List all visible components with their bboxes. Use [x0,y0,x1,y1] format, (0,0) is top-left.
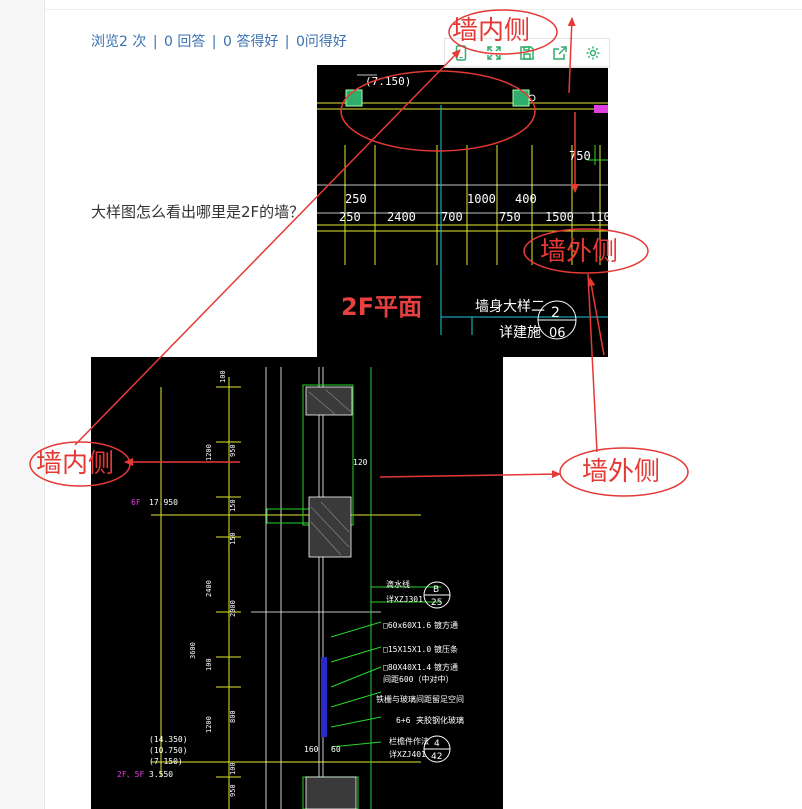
callout-drip-ref: 详XZJ301 [386,594,423,604]
vdim-10: 800 [229,710,237,723]
dim-top-400: 400 [515,192,537,206]
dim-60: 60 [331,745,341,754]
callout-spacing: 间距600（中对中） [383,674,453,684]
vdim-9: 1200 [205,716,213,733]
callout-bead-note: 镀压条 [434,644,458,654]
vdim-11: 100 [229,762,237,775]
dim-top-1000: 1000 [467,192,496,206]
callout-drip-line: 滴水线 [386,579,410,589]
callout-glass-spec: 6+6 [396,716,411,725]
circle-a-bottom: 25 [431,598,442,608]
vdim-5: 2400 [205,580,213,597]
sheet-number: 06 [549,326,566,341]
dim-bottom-2400: 2400 [387,210,416,224]
level-6f: 6F [131,498,141,507]
stats-separator: | [211,34,217,50]
section-drawing-image[interactable]: 6F 2F、5F 17.950 (14.350) (10.750) (7.150… [91,357,503,809]
callout-railing: 栏檐件作法 [389,736,429,746]
level-7150: (7.150) [149,757,183,766]
dim-bottom-750: 750 [499,210,521,224]
fullscreen-icon[interactable] [483,42,505,64]
level-label: (7.150) [365,75,411,88]
level-10750: (10.750) [149,746,188,755]
arrow-outer-up [587,277,605,356]
save-icon[interactable] [516,42,538,64]
plan-drawing-svg: (7.150) 750 250 1000 400 250 2400 700 75… [317,74,608,341]
callout-tube-a-note: 镀方通 [434,620,458,630]
vdim-2: 950 [229,444,237,457]
vdim-0: 100 [219,370,227,383]
annotation-inner-side-left: 墙内侧 [36,449,115,479]
callout-glass: 夹胶钢化玻璃 [416,715,464,725]
circle-b-bottom: 42 [431,752,442,762]
arrow-up [567,17,576,94]
vdim-12: 950 [229,784,237,797]
dim-bottom-1500: 1500 [545,210,574,224]
callout-bead: □15X15X1.0 [383,645,431,654]
callout-railing-ref: 详XZJ401 [389,749,426,759]
dim-bottom-250: 250 [339,210,361,224]
vdim-3: 150 [229,499,237,512]
dim-160: 160 [304,745,319,754]
view-count: 浏览2 次 [91,34,147,50]
detail-number: 2 [551,305,560,321]
image-toolbar [444,38,610,68]
plan-drawing-image[interactable]: (7.150) 750 250 1000 400 250 2400 700 75… [317,65,608,357]
callout-tube-b: □80X40X1.4 [383,663,431,672]
plan-title: 2F平面 [341,293,422,321]
detail-label: 墙身大样二 [475,299,545,315]
settings-icon[interactable] [582,42,604,64]
vdim-7: 3600 [189,642,197,659]
share-icon[interactable] [549,42,571,64]
answer-count[interactable]: 0 回答 [163,34,206,50]
callout-tube-b-note: 镀方通 [434,662,458,672]
annotation-outer-side-bottom: 墙外侧 [582,457,661,487]
stats-separator: | [284,34,290,50]
detail-ref: 详建施 [499,325,541,341]
stats-separator: | [152,34,158,50]
level-2f-5f: 2F、5F [117,770,144,779]
annotation-inner-side-top: 墙内侧 [452,16,531,46]
circle-b-top: 4 [434,739,440,749]
dim-bottom-700: 700 [441,210,463,224]
dim-top-250: 250 [345,192,367,206]
line-outer-connector [587,273,598,453]
callout-gap: 铁栅与玻璃间距留足空间 [376,694,464,704]
question-stats: 浏览2 次 | 0 回答 | 0 答得好 | 0问得好 [91,31,347,51]
question-text: 大样图怎么看出哪里是2F的墙？ [91,203,305,221]
dim-120: 120 [353,458,368,467]
vdim-4: 150 [229,532,237,545]
vdim-1: 1200 [205,444,213,461]
arrow-outer-right [379,470,561,479]
vdim-6: 2000 [229,600,237,617]
good-answer-count[interactable]: 0 答得好 [222,34,279,50]
section-drawing-svg: 6F 2F、5F 17.950 (14.350) (10.750) (7.150… [117,367,464,809]
annotation-outer-side-right: 墙外侧 [540,237,619,267]
divider [45,9,802,10]
callout-tube-a: □60x60X1.6 [383,621,431,630]
vdim-8: 100 [205,658,213,671]
level-17950: 17.950 [149,498,178,507]
circle-a-top: B [433,585,439,595]
good-question-count[interactable]: 0问得好 [295,34,347,50]
arrow-inner-diagonal [74,49,461,446]
level-14350: (14.350) [149,735,188,744]
level-3550: 3.550 [149,770,173,779]
